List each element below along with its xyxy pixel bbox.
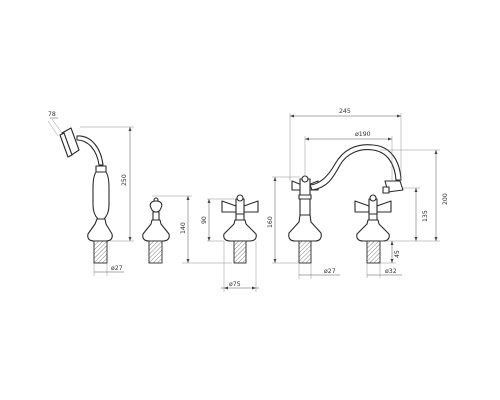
spout-total-height-label: 200: [442, 193, 449, 205]
hand-shower: [59, 127, 113, 264]
spout-inner-distance-label: ø190: [355, 131, 371, 138]
shower-height-label: 250: [121, 174, 128, 186]
spout-body-height-label: 160: [267, 216, 274, 228]
spout-dimensions: 245 ø190 200 135 160 ø27: [267, 108, 449, 279]
cross-handle-valve-left: [221, 194, 259, 264]
tail-diameter-label-2: ø32: [385, 268, 397, 275]
shower-angle-label: 78: [48, 111, 56, 118]
valve-height-label: 90: [201, 216, 208, 224]
spout: [288, 144, 404, 264]
tail-diameter-label-1: ø27: [111, 265, 123, 272]
tail-length-label: 45: [394, 250, 401, 258]
cross-handle-valve-right: [354, 194, 392, 264]
shower-dimensions: 78 250 ø27: [47, 111, 134, 276]
diverter: [142, 197, 170, 264]
spout-base-diameter-label: ø27: [324, 268, 336, 275]
spout-outlet-height-label: 135: [422, 210, 429, 222]
spout-center-distance-label: 245: [339, 108, 351, 115]
valve-base-diameter-label: ø75: [229, 281, 241, 288]
valve-dimensions: 90 140 ø75: [152, 195, 259, 292]
diverter-height-label: 140: [180, 222, 187, 234]
